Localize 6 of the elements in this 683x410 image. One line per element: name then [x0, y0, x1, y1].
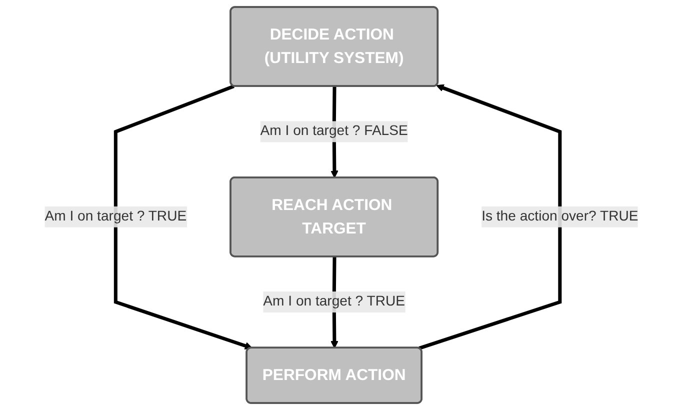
edge-label: Am I on target ? TRUE — [44, 208, 187, 224]
arrow — [114, 84, 252, 350]
arrow — [418, 84, 562, 350]
edge-label: Am I on target ? TRUE — [263, 294, 405, 310]
edge-label: Is the action over? TRUE — [482, 208, 638, 224]
edge-label: Am I on target ? FALSE — [260, 124, 408, 139]
